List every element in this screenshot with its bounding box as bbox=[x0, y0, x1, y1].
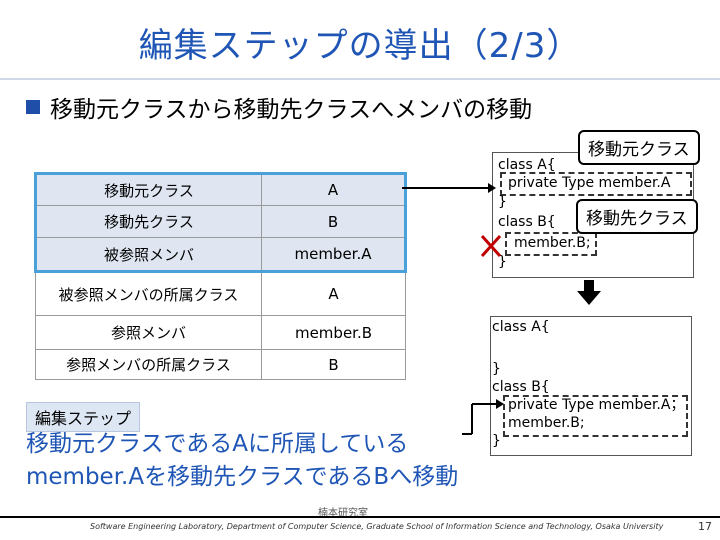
table-cell-value: member.B bbox=[261, 315, 406, 350]
table-cell-label: 参照メンバの所属クラス bbox=[35, 349, 262, 380]
code-after-box bbox=[490, 316, 692, 456]
table-row: 移動元クラス A bbox=[34, 172, 407, 206]
code-before-line-5: member.B; bbox=[514, 235, 591, 251]
step-line-2: member.Aを移動先クラスであるBへ移動 bbox=[26, 464, 459, 490]
table-row: 移動先クラス B bbox=[34, 205, 407, 238]
code-before-line-3: } bbox=[498, 194, 507, 210]
code-before-line-6: } bbox=[498, 254, 507, 270]
source-class-callout: 移動元クラス bbox=[578, 130, 700, 165]
table-cell-label: 被参照メンバの所属クラス bbox=[35, 271, 262, 316]
code-after-line-2: } bbox=[492, 361, 501, 377]
table-cell-label: 移動元クラス bbox=[34, 172, 262, 206]
code-after-line-5: member.B; bbox=[508, 415, 585, 431]
code-after-line-6: } bbox=[492, 433, 501, 449]
bullet-square-icon bbox=[26, 100, 40, 114]
code-after-line-3: class B{ bbox=[492, 379, 550, 395]
table-row: 被参照メンバの所属クラス A bbox=[35, 271, 406, 316]
step-description: 移動元クラスであるAに所属している member.Aを移動先クラスであるBへ移動 bbox=[26, 428, 458, 494]
target-member-highlight bbox=[505, 232, 597, 256]
table-cell-label: 被参照メンバ bbox=[34, 237, 262, 273]
step-label: 編集ステップ bbox=[26, 402, 141, 432]
table-cell-value: A bbox=[261, 271, 406, 316]
code-after-line-1: class A{ bbox=[492, 319, 550, 335]
table-row: 参照メンバの所属クラス B bbox=[35, 349, 406, 380]
table-cell-value: A bbox=[261, 172, 407, 206]
table-row: 参照メンバ member.B bbox=[35, 315, 406, 350]
footer-divider bbox=[0, 516, 720, 518]
table-cell-value: B bbox=[261, 205, 407, 238]
footer-text: Software Engineering Laboratory, Departm… bbox=[90, 522, 664, 531]
slide-title: 編集ステップの導出（2/3） bbox=[138, 26, 582, 66]
transform-arrow-icon bbox=[584, 280, 594, 292]
code-before-line-4: class B{ bbox=[498, 214, 556, 230]
bullet-row: 移動元クラスから移動先クラスへメンバの移動 bbox=[26, 90, 532, 124]
table-cell-label: 移動先クラス bbox=[34, 205, 262, 238]
bullet-text: 移動元クラスから移動先クラスへメンバの移動 bbox=[50, 97, 533, 123]
moved-member-highlight bbox=[503, 395, 688, 437]
table-cell-value: member.A bbox=[261, 237, 407, 273]
title-divider bbox=[0, 78, 720, 80]
lab-logo: 楠本研究室 bbox=[318, 508, 368, 519]
step-line-1: 移動元クラスであるAに所属している bbox=[26, 431, 409, 457]
code-before-line-2: private Type member.A bbox=[508, 175, 671, 191]
source-member-highlight bbox=[500, 172, 692, 196]
code-after-line-4: private Type member.A； bbox=[508, 397, 685, 413]
table-row: 被参照メンバ member.A bbox=[34, 237, 407, 273]
info-table: 移動元クラス A 移動先クラス B 被参照メンバ member.A 被参照メンバ… bbox=[34, 172, 407, 380]
page-number: 17 bbox=[698, 520, 712, 533]
code-before-line-1: class A{ bbox=[498, 157, 556, 173]
table-cell-label: 参照メンバ bbox=[35, 315, 262, 350]
target-class-callout: 移動先クラス bbox=[576, 199, 698, 234]
table-cell-value: B bbox=[261, 349, 406, 380]
